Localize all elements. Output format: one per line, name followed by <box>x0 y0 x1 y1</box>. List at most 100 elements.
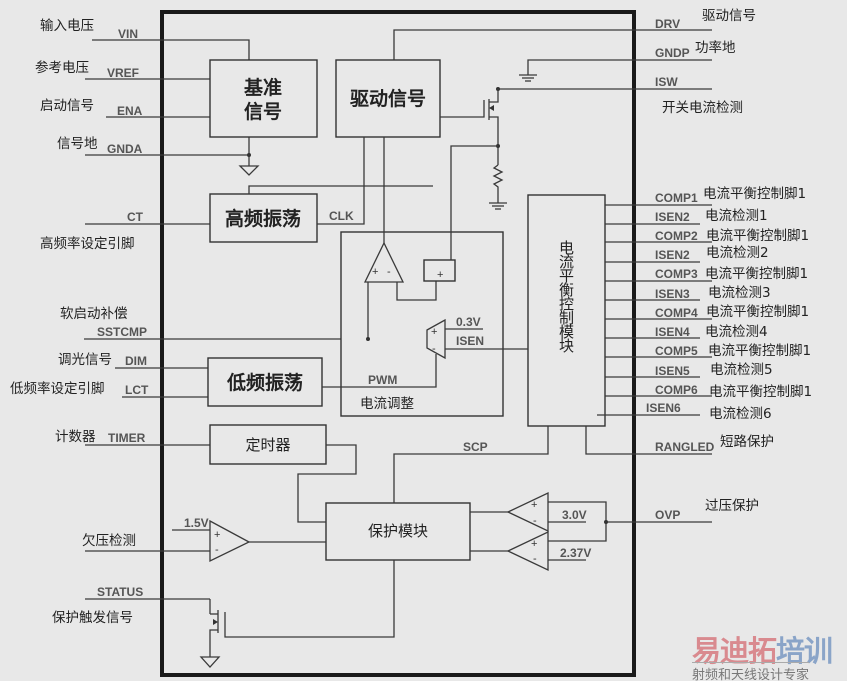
label-dim: 调光信号 <box>58 352 112 368</box>
pin-vin: VIN <box>118 27 138 41</box>
pin-isen5: ISEN5 <box>655 364 690 378</box>
current-balance-block <box>527 194 606 427</box>
ground-icon <box>199 656 221 668</box>
label-comp3: 电流平衡控制脚1 <box>705 266 808 282</box>
pin-isen: ISEN2 <box>655 210 690 224</box>
pin-comp3: COMP3 <box>655 267 698 281</box>
label-comp4: 电流平衡控制脚1 <box>706 304 809 320</box>
pin-vref: VREF <box>107 66 139 80</box>
pin-rangled: RANGLED <box>655 440 715 454</box>
label-isen3: 电流检测3 <box>708 285 771 301</box>
minus-sign: - <box>533 553 537 565</box>
label-gnda: 信号地 <box>57 136 98 152</box>
chip-outline <box>160 10 636 677</box>
uvlo-comparator <box>209 519 251 563</box>
pin-drv: DRV <box>655 17 680 31</box>
pin-isen4: ISEN4 <box>655 325 690 339</box>
pin-isen: ISEN2 <box>655 248 690 262</box>
hf-oscillator-block <box>209 193 318 243</box>
pin-comp1: COMP1 <box>655 191 698 205</box>
pin-status: STATUS <box>97 585 143 599</box>
pin-gndp: GNDP <box>655 46 690 60</box>
pin-isen6: ISEN6 <box>646 401 681 415</box>
label-sstcmp: 软启动补偿 <box>60 306 128 322</box>
lf-oscillator-label: 低频振荡 <box>226 371 303 394</box>
ref-1v5-label: 1.5V <box>184 516 209 530</box>
label-isen5: 电流检测5 <box>710 362 773 378</box>
left-pin-wires <box>84 39 427 600</box>
pin-comp2: COMP2 <box>655 229 698 243</box>
driver-label: 驱动信号 <box>350 87 426 110</box>
label-vref: 参考电压 <box>35 59 89 76</box>
label-isen: 电流检测1 <box>705 208 768 224</box>
ref-2v37-label: 2.37V <box>560 546 591 560</box>
ref-3v0-label: 3.0V <box>562 508 587 522</box>
pin-comp4: COMP4 <box>655 306 698 320</box>
label-comp1: 电流平衡控制脚1 <box>703 186 806 202</box>
scp-label: SCP <box>463 440 488 454</box>
timer-label: 定时器 <box>245 436 290 454</box>
label-isen6: 电流检测6 <box>709 406 772 422</box>
plus-sign: + <box>431 326 437 338</box>
plus-sign: + <box>531 538 537 550</box>
reference-label-1: 基准 <box>243 76 282 99</box>
label-rangled: 短路保护 <box>720 434 774 450</box>
balance-pin-labels: COMP1 电流平衡控制脚1 ISEN2 电流检测1 COMP2 电流平衡控制脚… <box>646 186 812 422</box>
reference-label-2: 信号 <box>244 100 282 123</box>
label-drv: 驱动信号 <box>702 8 756 24</box>
ground-icon <box>238 165 260 176</box>
pin-dim: DIM <box>125 354 147 368</box>
label-comp5: 电流平衡控制脚1 <box>708 343 811 359</box>
pin-isw: ISW <box>655 75 678 89</box>
pin-sstcmp: SSTCMP <box>97 325 147 339</box>
pin-timer: TIMER <box>108 431 146 445</box>
plus-sign: + <box>437 269 443 281</box>
label-status: 保护触发信号 <box>52 610 133 626</box>
pin-lct: LCT <box>125 383 149 397</box>
label-comp6: 电流平衡控制脚1 <box>709 384 812 400</box>
protection-label: 保护模块 <box>368 522 428 540</box>
plus-sign: + <box>531 499 537 511</box>
ovp-comparator-2 <box>506 530 549 572</box>
label-uvlo: 欠压检测 <box>82 533 136 549</box>
label-ovp: 过压保护 <box>705 498 759 514</box>
timer-block <box>209 424 327 465</box>
lf-oscillator-block <box>207 357 323 407</box>
internal-wires <box>199 29 712 668</box>
protection-block <box>325 502 471 561</box>
hf-oscillator-label: 高频振荡 <box>225 207 301 230</box>
clk-label: CLK <box>329 209 354 223</box>
label-ena: 启动信号 <box>40 98 94 114</box>
minus-sign: - <box>387 266 391 278</box>
plus-sign: + <box>214 529 220 541</box>
pwm-label: PWM <box>368 373 397 387</box>
isen-label: ISEN <box>456 334 484 348</box>
label-isen4: 电流检测4 <box>705 324 768 340</box>
label-timer: 计数器 <box>55 429 96 445</box>
minus-sign: - <box>432 343 436 355</box>
current-balance-label: 电流平衡控制模块 <box>557 240 575 352</box>
pin-isen3: ISEN3 <box>655 287 690 301</box>
label-lct: 低频率设定引脚 <box>10 380 105 397</box>
current-adjust-label: 电流调整 <box>360 396 414 412</box>
label-isw: 开关电流检测 <box>662 100 743 116</box>
ref-0v3-label: 0.3V <box>456 315 481 329</box>
watermark-tagline: 射频和天线设计专家 <box>692 662 810 681</box>
label-vin: 输入电压 <box>40 18 94 34</box>
ovp-comparator-1 <box>506 491 549 533</box>
pin-comp6: COMP6 <box>655 383 698 397</box>
pin-ena: ENA <box>117 104 143 118</box>
label-ct: 高频率设定引脚 <box>40 235 135 252</box>
minus-sign: - <box>533 515 537 527</box>
plus-sign: + <box>372 266 378 278</box>
label-gndp: 功率地 <box>695 39 736 56</box>
pin-ct: CT <box>127 210 144 224</box>
pin-ovp: OVP <box>655 508 680 522</box>
reference-block <box>209 59 318 138</box>
driver-block <box>335 59 441 138</box>
label-isen: 电流检测2 <box>706 245 769 261</box>
label-comp2: 电流平衡控制脚1 <box>706 228 809 244</box>
pin-gnda: GNDA <box>107 142 143 156</box>
